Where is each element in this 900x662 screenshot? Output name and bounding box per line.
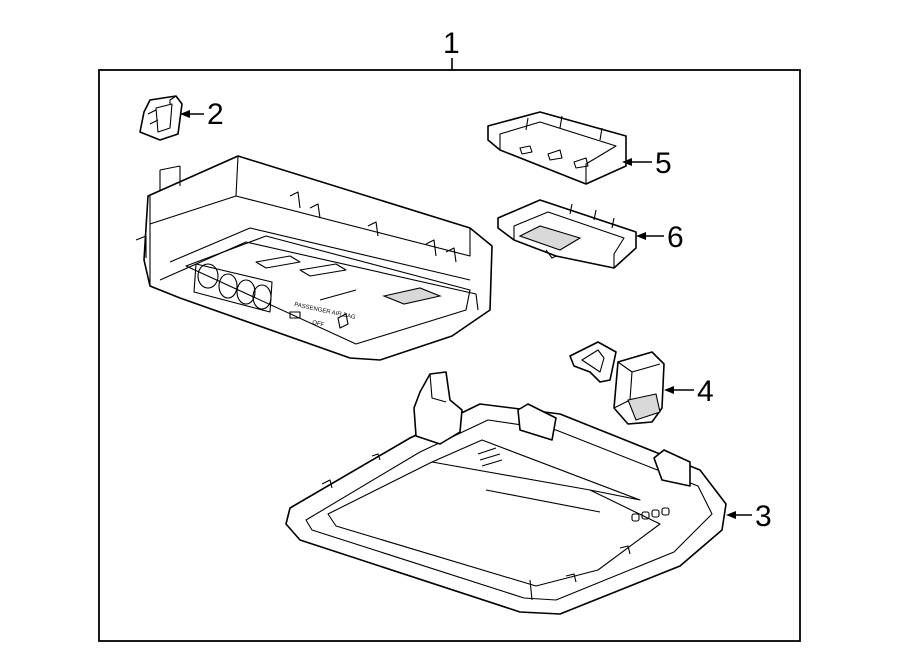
part-2-clip [139,95,183,141]
part-6-bracket [497,199,637,269]
console-off-label: OFF [312,320,325,328]
callout-2-arrowhead [180,110,190,118]
callout-3-label: 3 [755,500,772,533]
callout-4-label: 4 [697,375,714,408]
part-3-trim-plate [285,371,727,615]
overhead-console-housing: PASSENGER AIR BAG OFF [135,155,493,361]
callout-4-arrowhead [664,386,674,394]
callout-1-label: 1 [443,27,460,60]
callout-5-arrowhead [622,158,632,166]
callout-6-arrowhead [636,232,646,240]
callout-5-label: 5 [655,147,672,180]
callout-6-label: 6 [667,221,684,254]
callout-2-label: 2 [207,98,224,131]
part-5-bracket [487,111,627,185]
callout-3-arrowhead [726,511,736,519]
assembly-frame [98,69,801,642]
part-4-lamp-socket [569,341,665,425]
